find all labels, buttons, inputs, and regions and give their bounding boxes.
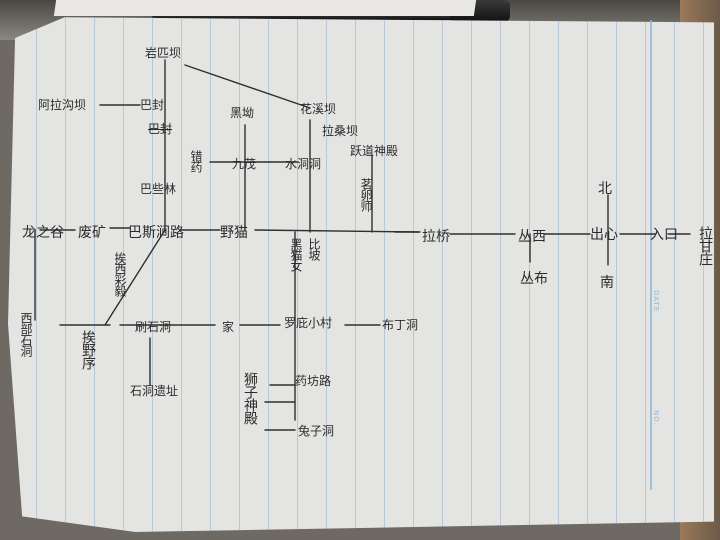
road-yanqi-diagonal bbox=[184, 64, 311, 109]
label-nan: 南 bbox=[600, 275, 614, 291]
label-lasang: 拉桑坝 bbox=[322, 124, 359, 138]
label-alaqi: 阿拉沟坝 bbox=[38, 98, 87, 112]
label-rukou: 入口 bbox=[650, 227, 678, 243]
margin-line bbox=[650, 20, 652, 490]
label-chuxin: 出心 bbox=[590, 227, 618, 243]
label-buding: 布丁洞 bbox=[382, 318, 419, 332]
label-cuoyao: 错药 bbox=[189, 150, 203, 172]
label-bafeng: 巴封 bbox=[140, 98, 165, 112]
label-feiku: 废矿 bbox=[78, 225, 106, 241]
label-bafeng-struck: 巴封 bbox=[148, 122, 173, 136]
label-bazilin: 巴些林 bbox=[140, 182, 177, 196]
label-duoshidong: 刷石洞 bbox=[135, 320, 172, 334]
label-jiulong: 九茂 bbox=[232, 157, 257, 171]
label-nobo: 比坡 bbox=[307, 238, 321, 260]
label-yeya: 挨野序 bbox=[80, 330, 96, 369]
label-congbu: 丛布 bbox=[520, 271, 548, 287]
label-longzhigu: 龙之谷 bbox=[22, 225, 64, 241]
label-shidong-yizhi: 石洞遗址 bbox=[130, 384, 179, 398]
main-road bbox=[39, 227, 691, 235]
label-xibu: 西部石洞 bbox=[19, 312, 33, 356]
label-yanqi: 岩匹坝 bbox=[145, 46, 182, 60]
label-wenji: 茗卵师 bbox=[359, 178, 373, 211]
label-bei: 北 bbox=[598, 181, 612, 197]
label-lagan: 拉甘庄 bbox=[697, 226, 713, 265]
label-badonglu: 巴斯涧路 bbox=[128, 225, 184, 241]
label-heimao: 黑猫女 bbox=[289, 238, 303, 271]
label-lagiao: 拉桥 bbox=[422, 229, 450, 245]
road-lower-diag bbox=[104, 229, 166, 326]
label-shuiji: 水洞洞 bbox=[285, 157, 322, 171]
label-yemao: 野猫 bbox=[220, 225, 248, 241]
label-luoyuan: 罗庇小村 bbox=[284, 316, 333, 330]
label-congxi: 丛西 bbox=[518, 229, 546, 245]
label-tieyan: 挨西彩毅 bbox=[113, 252, 127, 296]
label-huaxi: 花溪坝 bbox=[300, 102, 337, 116]
label-jia: 家 bbox=[222, 320, 235, 334]
label-shesi: 药坊路 bbox=[295, 374, 332, 388]
label-heiyao: 黑坳 bbox=[230, 106, 255, 120]
label-tuzidong: 兔子洞 bbox=[298, 424, 335, 438]
label-ximao: 狮子神殿 bbox=[242, 372, 258, 424]
label-yuedaojingdian: 跃道神殿 bbox=[350, 144, 399, 158]
notebook-paper bbox=[8, 17, 714, 532]
